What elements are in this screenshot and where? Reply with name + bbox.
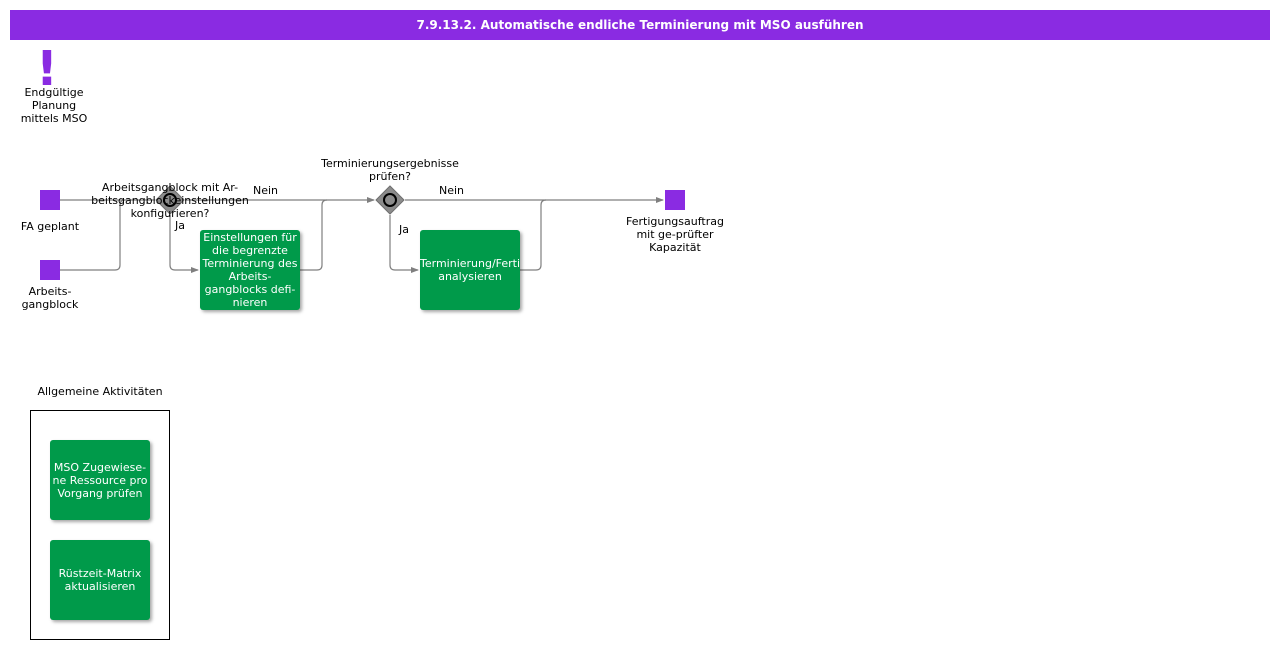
end-event-fertigungsauftrag[interactable] (665, 190, 685, 210)
task-fertigungsauftrag-analysieren-label: Terminierung/Fertigungsauftrag analysier… (420, 257, 520, 283)
edge-agb-to-g1 (60, 199, 126, 271)
end-event-fertigungsauftrag-label: Fertigungsauftrag mit ge-prüfter Kapazit… (626, 215, 724, 254)
group-allgemeine-aktivitaeten (30, 410, 170, 640)
gateway-2-ja-label: Ja (399, 223, 409, 236)
edge-g2-ja (389, 215, 419, 273)
task-ruestzeit-matrix-aktualisieren-label: Rüstzeit-Matrix aktualisieren (58, 567, 142, 593)
gateway-1-ja-label: Ja (175, 219, 185, 232)
task-einstellungen-definieren[interactable]: Einstellungen für die begrenzte Terminie… (200, 230, 300, 310)
page-title: 7.9.13.2. Automatische endliche Terminie… (10, 10, 1270, 40)
exclamation-icon: ! (36, 41, 58, 97)
group-title: Allgemeine Aktivitäten (37, 386, 163, 398)
gateway-2-icon[interactable] (375, 185, 405, 215)
task-mso-ressource-pruefen-label: MSO Zugewiese-ne Ressource pro Vorgang p… (52, 460, 148, 500)
gateway-1-icon[interactable] (155, 185, 185, 215)
edge-t1-merge (300, 199, 328, 271)
task-ruestzeit-matrix-aktualisieren[interactable]: Rüstzeit-Matrix aktualisieren (50, 540, 150, 620)
start-event-fa-geplant-label: FA geplant (20, 220, 80, 233)
start-event-arbeitsgangblock-label: Arbeits-gangblock (21, 285, 79, 311)
start-event-arbeitsgangblock[interactable] (40, 260, 60, 280)
gateway-2-label: Terminierungsergebnisse prüfen? (321, 157, 459, 183)
gateway-1-nein-label: Nein (253, 184, 279, 197)
gateway-1-label: Arbeitsgangblock mit Ar-beitsgangblockei… (91, 181, 249, 220)
edge-t2-merge (520, 199, 547, 271)
task-einstellungen-definieren-label: Einstellungen für die begrenzte Terminie… (202, 231, 298, 309)
edge-g1-ja (169, 215, 199, 273)
trigger-label: Endgültige Planung mittels MSO (20, 86, 88, 125)
task-mso-ressource-pruefen[interactable]: MSO Zugewiese-ne Ressource pro Vorgang p… (50, 440, 150, 520)
gateway-2-nein-label: Nein (439, 184, 465, 197)
start-event-fa-geplant[interactable] (40, 190, 60, 210)
task-fertigungsauftrag-analysieren[interactable]: Terminierung/Fertigungsauftrag analysier… (420, 230, 520, 310)
